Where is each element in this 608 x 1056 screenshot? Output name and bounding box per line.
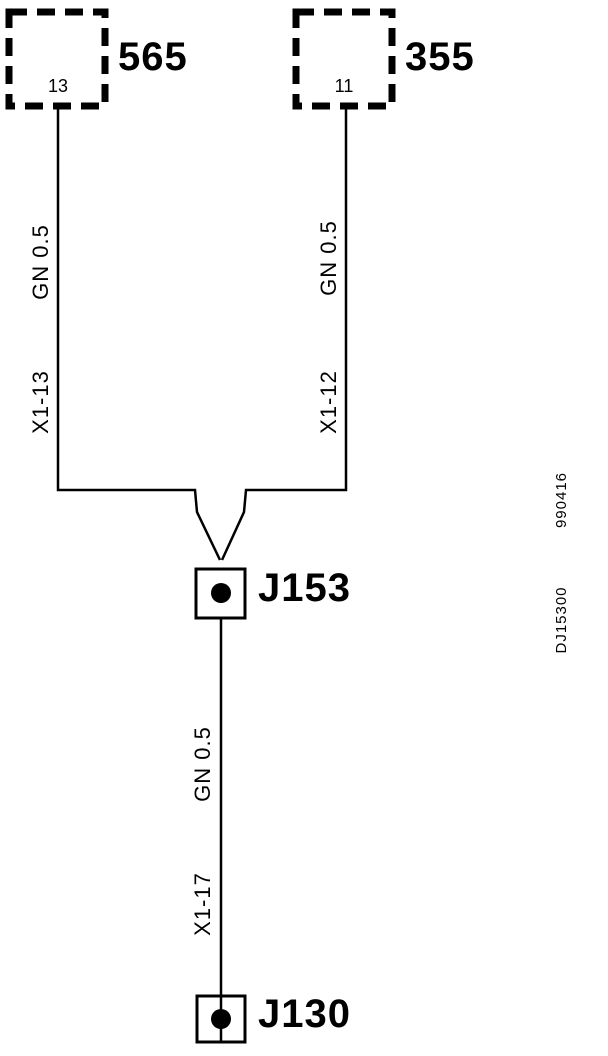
wire-x1-17-connector-label: X1-17 xyxy=(190,872,215,936)
date-code-label: 990416 xyxy=(553,472,570,528)
junction-j153-dot xyxy=(211,583,231,603)
component-355-pin-label: 11 xyxy=(335,76,354,96)
wire-x1-13-spec-label: GN 0.5 xyxy=(28,224,53,300)
component-355: 11 355 xyxy=(292,8,475,110)
wire-x1-17-spec-label: GN 0.5 xyxy=(190,726,215,802)
component-565-label: 565 xyxy=(118,35,188,79)
wire-x1-13 xyxy=(56,106,222,561)
junction-j153: J153 xyxy=(194,566,351,620)
junction-j130: J130 xyxy=(195,992,351,1044)
component-355-label: 355 xyxy=(405,35,475,79)
component-565: 13 565 xyxy=(5,8,188,110)
component-565-pin-label: 13 xyxy=(48,76,68,96)
component-355-box xyxy=(292,8,396,110)
wire-x1-12-spec-label: GN 0.5 xyxy=(316,220,341,296)
wire-x1-12-connector-label: X1-12 xyxy=(316,370,341,434)
drawing-number-label: DJ15300 xyxy=(553,586,570,653)
junction-j130-label: J130 xyxy=(258,992,351,1036)
junction-j130-dot xyxy=(211,1009,231,1029)
junction-j153-label: J153 xyxy=(258,566,351,610)
wire-x1-12 xyxy=(220,106,348,561)
wire-x1-13-connector-label: X1-13 xyxy=(28,370,53,434)
